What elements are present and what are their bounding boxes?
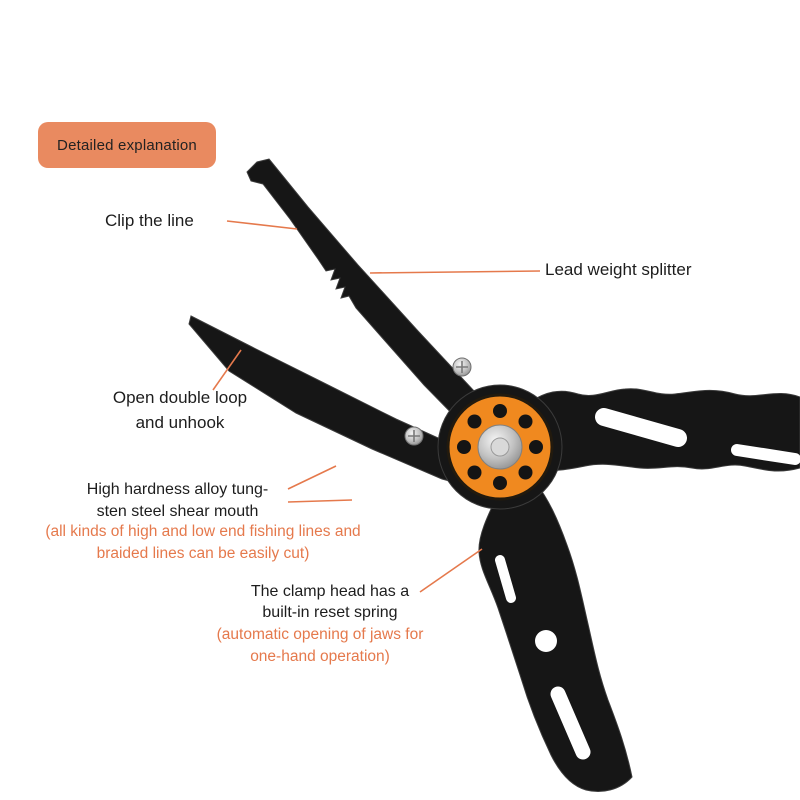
leader-shear-1 bbox=[287, 465, 337, 490]
pivot-holes bbox=[457, 404, 543, 490]
annotation-clamp-heading: The clamp head has a built-in reset spri… bbox=[225, 581, 435, 623]
annotation-shear-line2: sten steel shear mouth bbox=[96, 503, 259, 520]
annotation-open-loop-line2: and unhook bbox=[135, 413, 225, 432]
jaw-screw-lower bbox=[404, 426, 424, 446]
annotation-clamp-sub: (automatic opening of jaws for one-hand … bbox=[195, 624, 445, 668]
annotation-open-loop-line1: Open double loop bbox=[112, 388, 248, 407]
annotation-clamp-sub-line2: one-hand operation) bbox=[250, 648, 390, 665]
annotation-clamp-line1: The clamp head has a bbox=[250, 583, 410, 600]
title-badge: Detailed explanation bbox=[38, 122, 216, 168]
handle-lower-slot bbox=[550, 686, 591, 760]
leader-shear-2 bbox=[287, 499, 353, 503]
annotation-lead-weight: Lead weight splitter bbox=[545, 260, 692, 279]
leader-clamp bbox=[419, 548, 483, 593]
jaw-upper bbox=[246, 158, 507, 435]
annotation-clamp-sub-line1: (automatic opening of jaws for bbox=[216, 626, 424, 643]
annotation-shear-line1: High hardness alloy tung- bbox=[86, 481, 269, 498]
annotation-open-loop: Open double loop and unhook bbox=[95, 385, 265, 435]
leader-clip-line bbox=[226, 220, 298, 230]
jaw-screw-upper bbox=[452, 357, 472, 377]
handle-right-slot-2 bbox=[731, 444, 800, 465]
leader-open-loop bbox=[212, 349, 242, 391]
handle-lower-hole bbox=[535, 630, 557, 652]
annotation-shear-sub-line2: braided lines can be easily cut) bbox=[96, 545, 310, 562]
leader-lead-weight bbox=[369, 270, 541, 274]
annotation-shear-heading: High hardness alloy tung- sten steel she… bbox=[55, 479, 300, 523]
annotation-shear-sub: (all kinds of high and low end fishing l… bbox=[18, 521, 388, 565]
annotation-clamp-line2: built-in reset spring bbox=[262, 604, 398, 621]
annotation-shear-sub-line1: (all kinds of high and low end fishing l… bbox=[45, 523, 361, 540]
handle-lower-slot-2 bbox=[495, 555, 516, 603]
handle-right-slot bbox=[595, 408, 687, 447]
annotation-clip-line: Clip the line bbox=[105, 211, 194, 230]
title-badge-label: Detailed explanation bbox=[57, 136, 197, 154]
pivot-screw-center bbox=[490, 437, 510, 457]
